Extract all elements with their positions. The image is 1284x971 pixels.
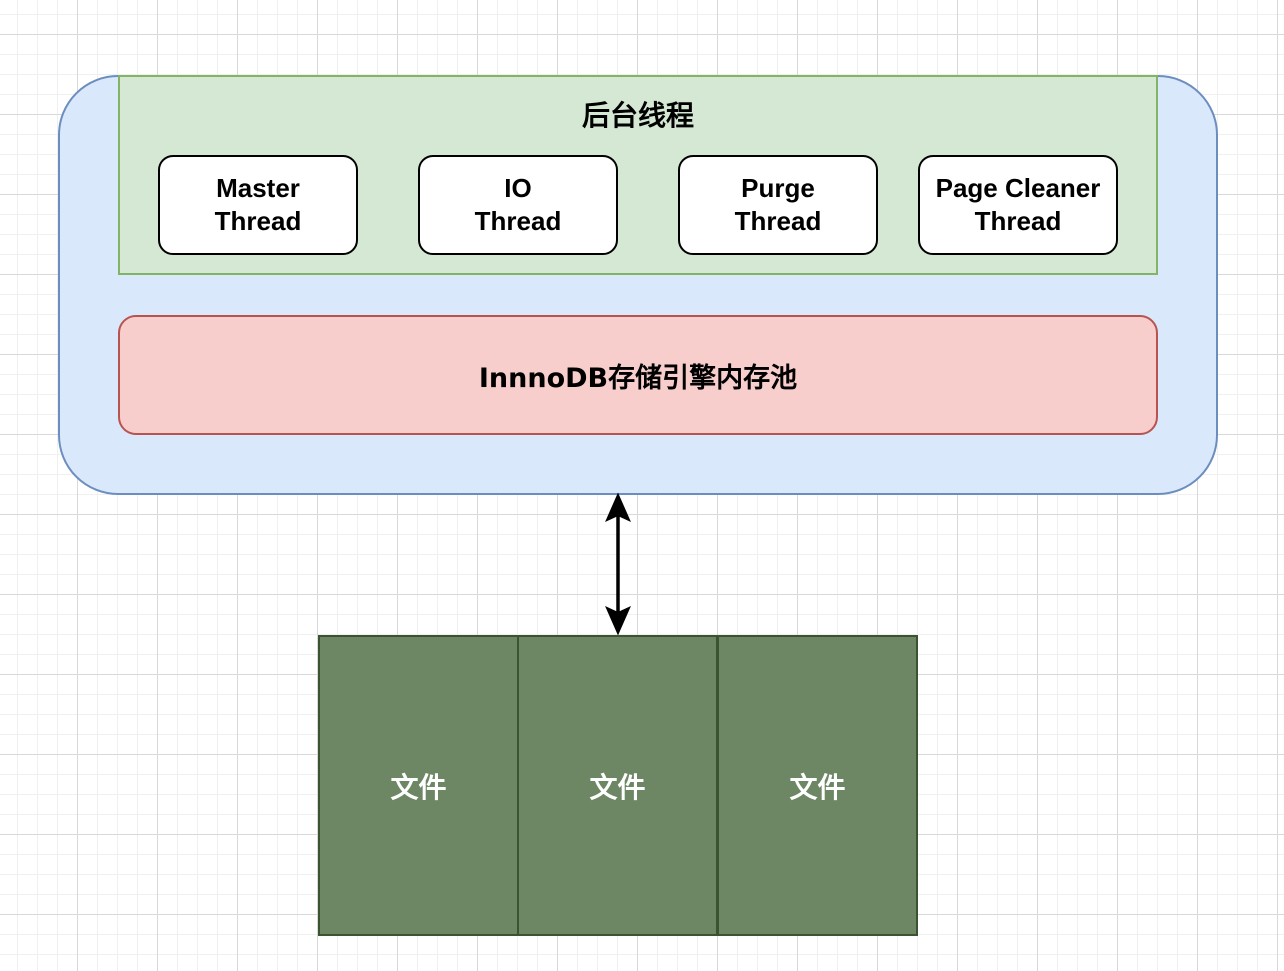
buffer-pool-label: InnnoDB存储引擎内存池 [478, 362, 798, 394]
arrow-head-up-icon [605, 492, 631, 522]
thread-label-line2: Thread [734, 206, 822, 236]
master-thread-node[interactable]: Master Thread [158, 155, 358, 255]
file-label: 文件 [589, 770, 646, 804]
thread-label-line1: IO [504, 173, 532, 203]
thread-label-line2: Thread [974, 206, 1062, 236]
background-threads-title: 后台线程 [581, 99, 694, 132]
file-label: 文件 [789, 770, 846, 804]
arrow-head-down-icon [605, 606, 631, 636]
file-node[interactable]: 文件 [717, 635, 918, 936]
file-node[interactable]: 文件 [318, 635, 519, 936]
file-label: 文件 [390, 770, 447, 804]
purge-thread-node[interactable]: Purge Thread [678, 155, 878, 255]
buffer-pool-node[interactable]: InnnoDB存储引擎内存池 [118, 315, 1158, 435]
thread-label-line1: Purge [741, 173, 815, 203]
thread-label-line1: Master [216, 173, 300, 203]
thread-label-line2: Thread [214, 206, 302, 236]
page-cleaner-thread-node[interactable]: Page Cleaner Thread [918, 155, 1118, 255]
io-thread-node[interactable]: IO Thread [418, 155, 618, 255]
bidirectional-arrow-connector[interactable] [600, 490, 640, 640]
file-node[interactable]: 文件 [517, 635, 718, 936]
thread-label-line2: Thread [474, 206, 562, 236]
thread-label-line1: Page Cleaner [935, 173, 1101, 203]
